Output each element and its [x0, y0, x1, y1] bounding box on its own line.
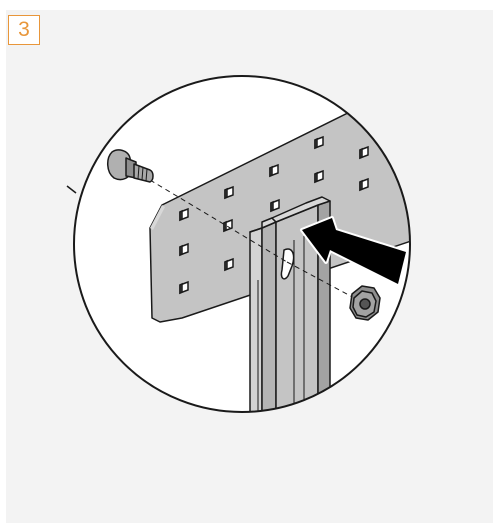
- leader-line: [67, 186, 76, 193]
- flange-nut-icon: [350, 286, 380, 320]
